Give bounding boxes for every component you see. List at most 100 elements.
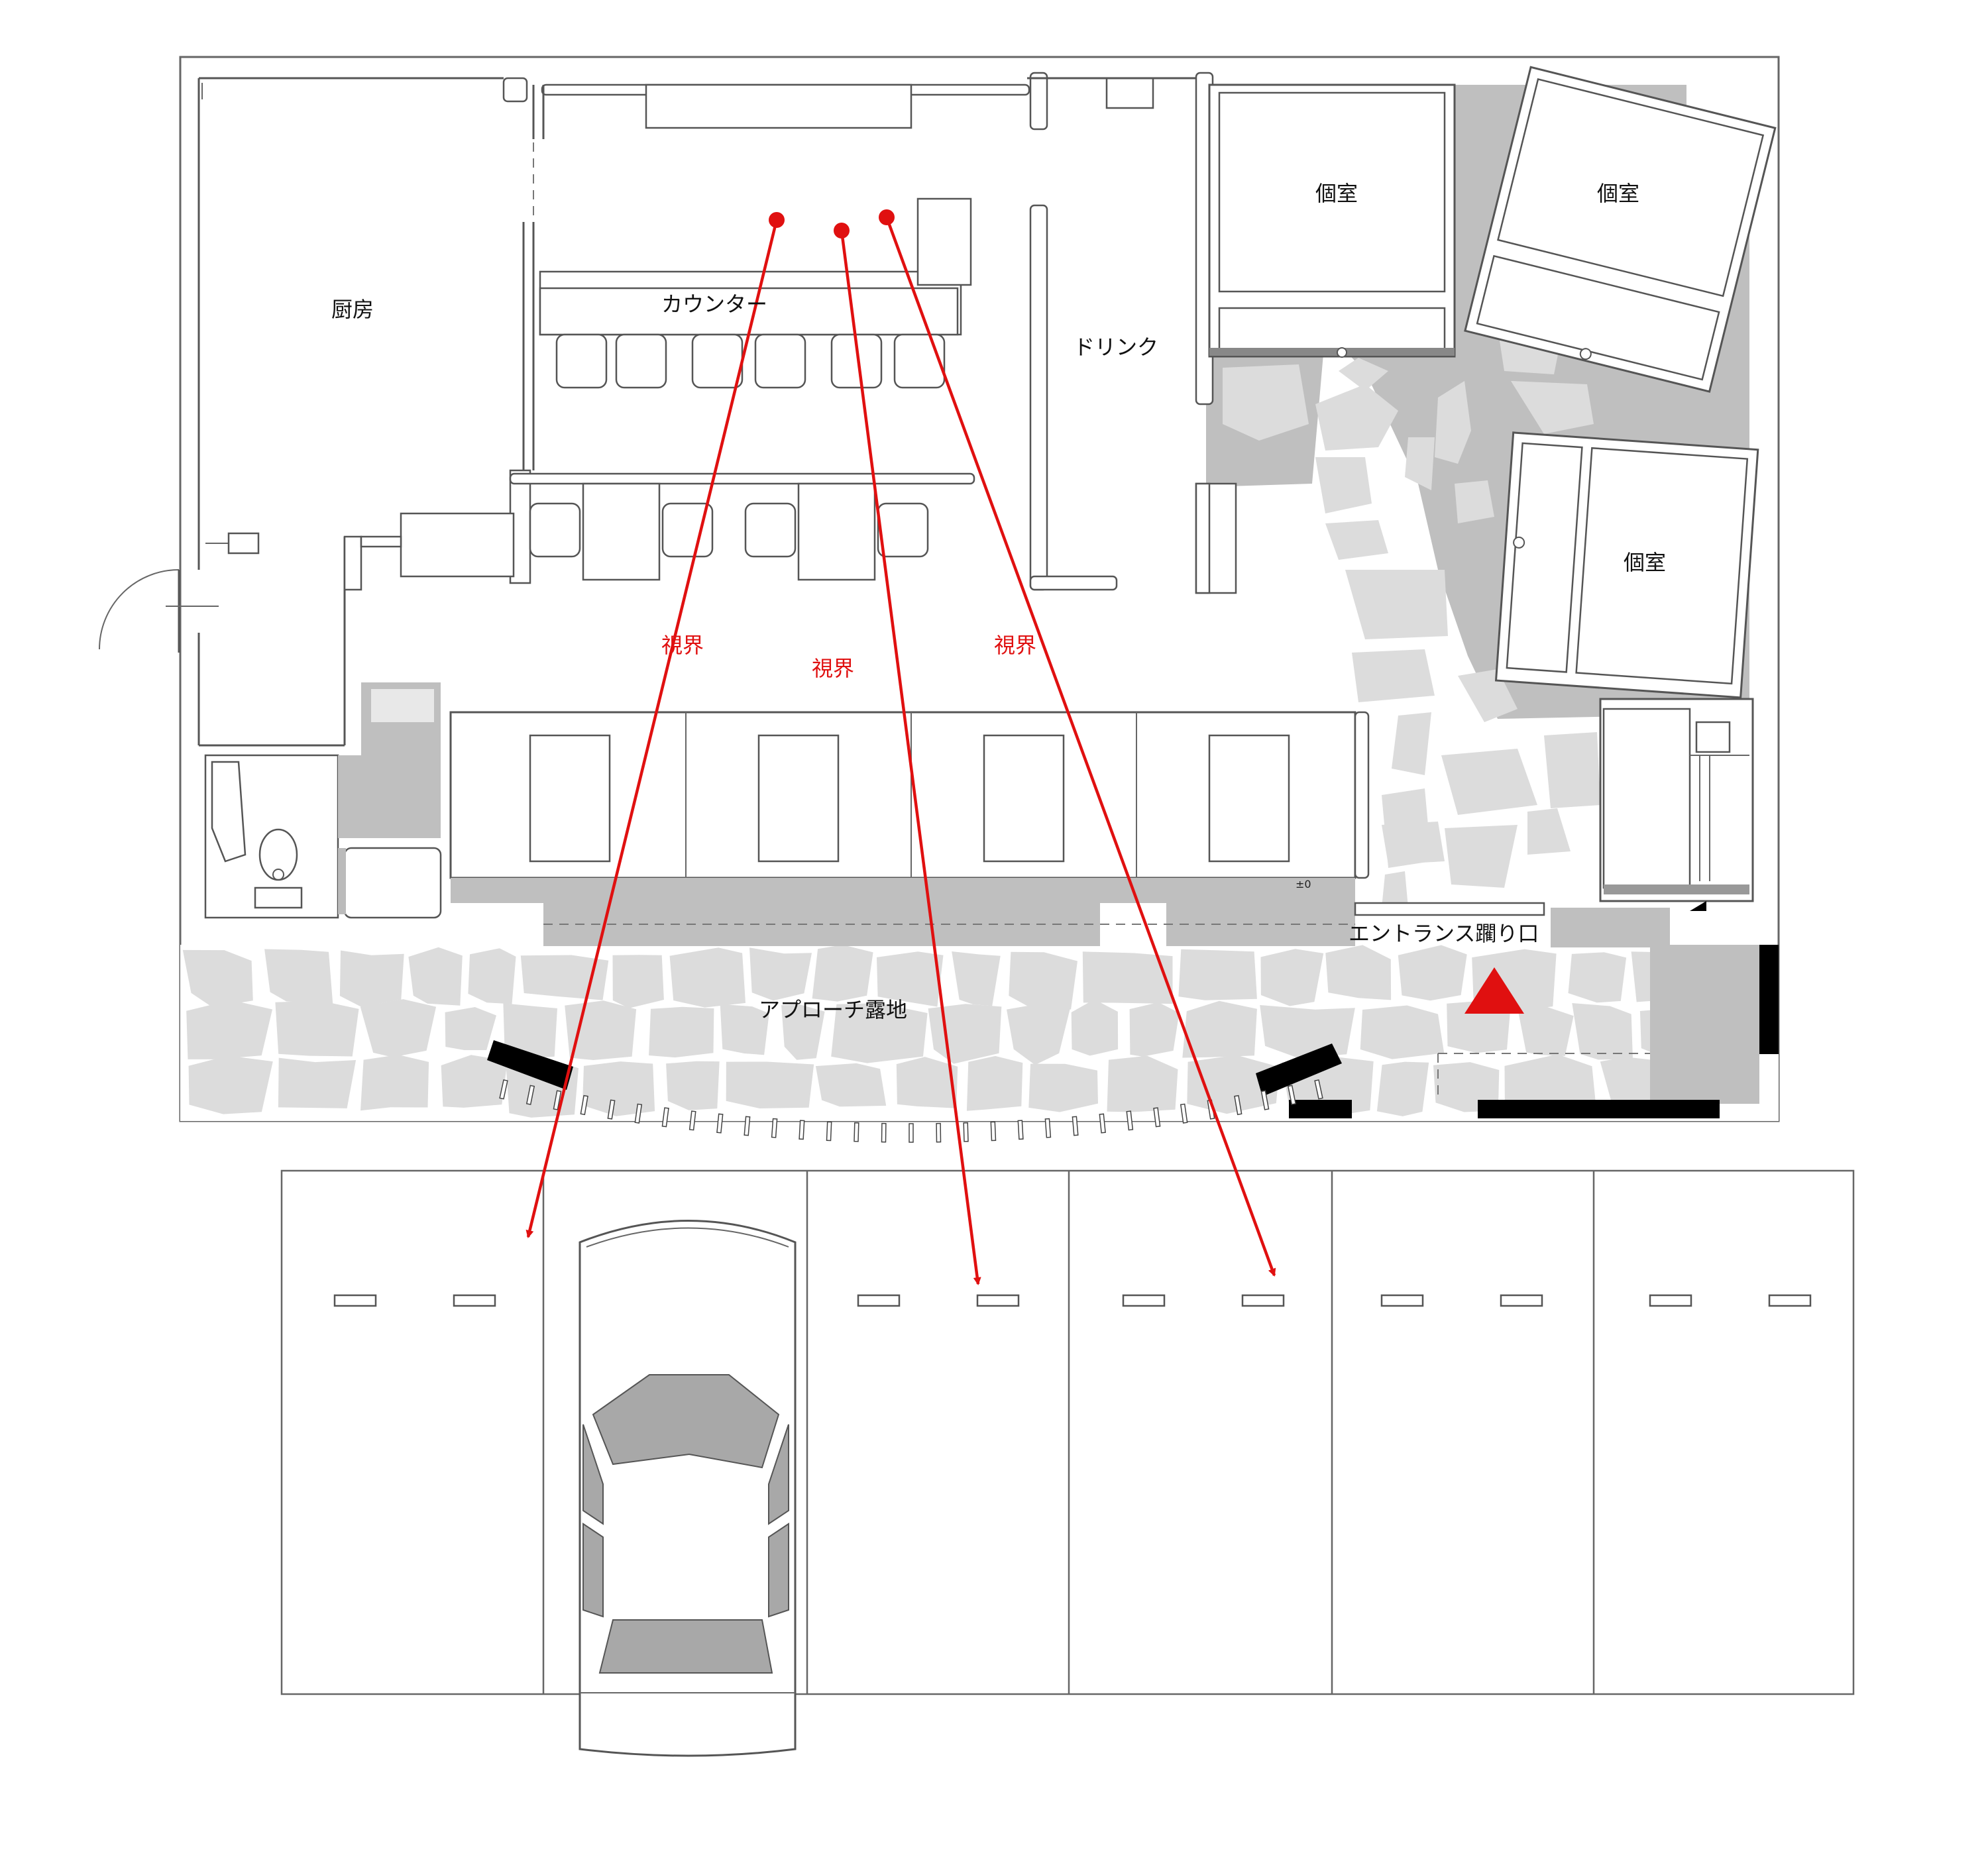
threshold-dash [1260, 1090, 1270, 1110]
kitchen-room [99, 77, 504, 747]
threshold-dash [1072, 1116, 1079, 1136]
threshold-dash [1044, 1118, 1052, 1138]
cobblestone [1182, 1000, 1257, 1058]
cobblestone [669, 947, 746, 1008]
threshold-dash [826, 1121, 832, 1142]
cobblestone [1433, 1062, 1500, 1112]
label-counter: カウンター [661, 292, 767, 317]
label-approach: アプローチ露地 [759, 997, 907, 1022]
sightline-arrow [885, 217, 1276, 1277]
table-seat [661, 502, 714, 558]
threshold-dash [1180, 1103, 1188, 1124]
parking-lot [280, 1169, 1855, 1695]
label-sight-2: 視界 [812, 656, 854, 681]
label-private-room-1: 個室 [1315, 181, 1358, 206]
entrance-structures [487, 945, 1779, 1118]
cobblestone [781, 1004, 825, 1060]
wheel-stop [1380, 1294, 1424, 1307]
gate-bar [1759, 945, 1779, 1054]
viewpoint-dot-icon [834, 223, 850, 239]
approach-cobbles [182, 945, 1735, 1118]
threshold-curve [499, 1079, 1323, 1143]
wheel-stop [1768, 1294, 1812, 1307]
cobblestone [186, 1000, 272, 1059]
cobblestone [1107, 1055, 1178, 1112]
wheel-stop [1649, 1294, 1692, 1307]
threshold-dash [1153, 1107, 1161, 1128]
cobblestone [1082, 951, 1173, 1004]
threshold-dash [1314, 1079, 1323, 1100]
label-drink: ドリンク [1074, 335, 1158, 360]
counter-seat [893, 333, 946, 389]
threshold-dash [909, 1123, 914, 1143]
threshold-dash [881, 1122, 887, 1143]
viewpoint-dot-icon [879, 209, 895, 225]
sightline-arrow [840, 230, 981, 1285]
cobblestone [612, 955, 664, 1008]
cobblestone [666, 1061, 720, 1110]
cobblestone [264, 949, 333, 1004]
label-kitchen: 厨房 [331, 297, 374, 322]
cobblestone [877, 951, 944, 1007]
car-glass [592, 1374, 780, 1469]
threshold-dash [963, 1122, 969, 1142]
sightline-arrow [525, 219, 779, 1238]
cobblestone [1572, 1003, 1633, 1060]
threshold-dash [799, 1120, 805, 1140]
threshold-dash [1017, 1120, 1024, 1140]
threshold-dash [689, 1110, 696, 1131]
threshold-dash [499, 1079, 508, 1100]
wheel-stop [857, 1294, 901, 1307]
wall-left-black [487, 1040, 573, 1090]
cobblestone [1325, 945, 1392, 1000]
wheel-stop [1241, 1294, 1285, 1307]
viewpoint-dot-icon [769, 212, 785, 228]
sightlines [525, 209, 1276, 1285]
cobblestone [275, 1000, 359, 1057]
cobblestone [720, 1004, 769, 1055]
cobblestone [565, 1000, 637, 1060]
table-seat [529, 502, 581, 558]
threshold-dash [1099, 1113, 1106, 1134]
cobblestone [726, 1061, 814, 1108]
threshold-dash [744, 1116, 751, 1136]
wheel-stop [333, 1294, 377, 1307]
threshold-dash [716, 1113, 724, 1134]
threshold-dash [661, 1107, 669, 1128]
threshold-dash [525, 1085, 535, 1105]
threshold-dash [1126, 1110, 1134, 1131]
counter-seat [691, 333, 744, 389]
counter-seat [754, 333, 806, 389]
threshold-dash [580, 1095, 588, 1116]
cobblestone [278, 1057, 357, 1108]
wall-right-black [1256, 1044, 1342, 1097]
wc-room [204, 754, 442, 919]
threshold-dash [936, 1122, 942, 1143]
gate-bar [1289, 1100, 1352, 1118]
wheel-stop [453, 1294, 496, 1307]
label-level-mark: ±0 [1296, 878, 1311, 890]
cobblestone [1028, 1063, 1098, 1112]
private-room-2 [1464, 66, 1777, 393]
car-icon [579, 1220, 797, 1757]
cobblestone [441, 1055, 508, 1108]
cobblestone [582, 1061, 655, 1116]
threshold-dash [1287, 1085, 1297, 1105]
label-private-room-3: 個室 [1624, 550, 1666, 575]
wheel-stop [1122, 1294, 1166, 1307]
threshold-dash [607, 1099, 616, 1120]
cobblestone [520, 955, 609, 1000]
threshold-dash [854, 1122, 859, 1142]
cobblestone [188, 1055, 273, 1114]
cobblestone [468, 948, 516, 1004]
cobblestone [503, 1003, 557, 1059]
cobblestone [360, 1055, 429, 1111]
cobblestone [749, 947, 812, 1001]
stepping-stones-entrance [1315, 457, 1600, 908]
private-room-3 [1494, 431, 1759, 699]
cobblestone [1447, 1000, 1510, 1053]
cobblestone [182, 949, 253, 1008]
counter-seat [555, 333, 608, 389]
threshold-dash [990, 1121, 997, 1142]
